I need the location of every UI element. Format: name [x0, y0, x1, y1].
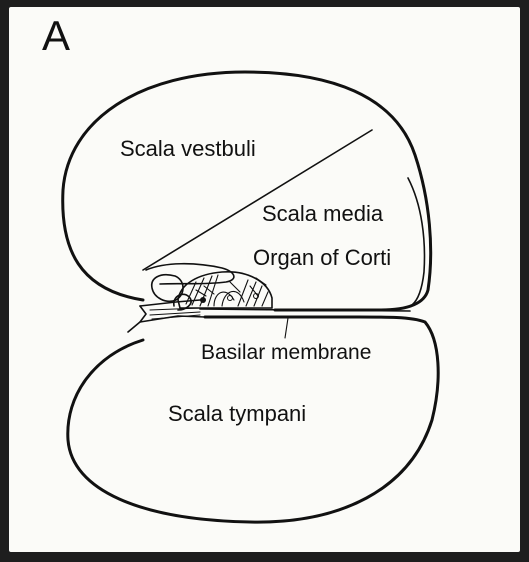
panel-letter: A: [42, 12, 70, 59]
basilar-membrane-leader: [284, 317, 289, 339]
organ-of-corti-leader: [255, 277, 267, 286]
spiral-lamina-tip: [127, 305, 147, 333]
tectorial-membrane: [145, 262, 235, 285]
nerve-fibers: [149, 307, 201, 320]
stria-vascularis: [407, 177, 426, 306]
organ-of-corti-structure: [173, 271, 273, 311]
label-basilar-membrane: Basilar membrane: [201, 341, 371, 364]
label-scala-media: Scala media: [262, 201, 384, 226]
label-scala-tympani: Scala tympani: [168, 401, 306, 426]
lower-chamber-wall: [66, 315, 440, 524]
spiral-lamina-lower: [139, 315, 206, 323]
basilar-membrane: [199, 308, 411, 312]
reissners-membrane: [142, 129, 373, 271]
spiral-lamina-upper: [139, 299, 201, 307]
label-scala-vestibuli: Scala vestbuli: [120, 136, 256, 161]
upper-chamber-wall: [61, 70, 433, 312]
label-organ-of-corti: Organ of Corti: [253, 245, 391, 270]
